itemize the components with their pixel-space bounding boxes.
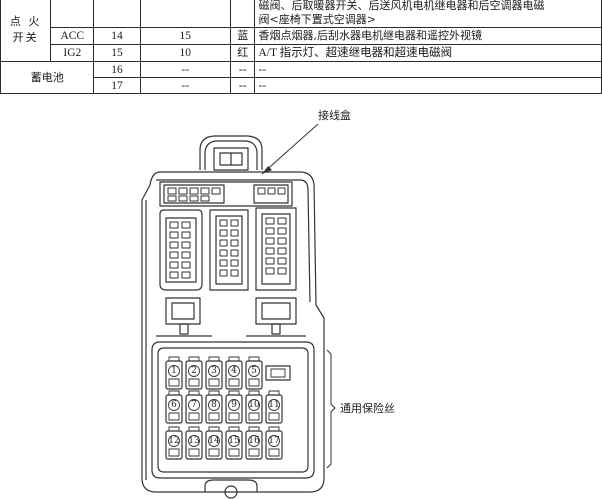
- fuse-number: 17: [268, 436, 280, 446]
- amp-cell: [139, 0, 231, 28]
- fuse-number: 6: [171, 400, 177, 410]
- connector-block-left: [159, 209, 203, 291]
- callout-junction-box: 接线盒: [261, 108, 351, 175]
- pin-cell: 17: [93, 77, 141, 94]
- fuse-number: 2: [191, 366, 197, 376]
- upper-connector-strip: [159, 181, 293, 207]
- pin-cell: [93, 0, 141, 28]
- fuse-slot: 9: [225, 390, 243, 424]
- bottom-mount-hole: [224, 485, 238, 499]
- connector-block-center: [209, 209, 249, 291]
- fuse-number: 7: [191, 400, 197, 410]
- amp-cell: --: [139, 77, 231, 94]
- ignition-switch-label-line1: 点 火: [9, 14, 42, 28]
- junction-box-housing: [141, 171, 325, 493]
- fuse-slot: 10: [245, 390, 263, 424]
- fuse-number: 9: [231, 400, 237, 410]
- fuse-slot: 16: [245, 426, 263, 460]
- description-text: 阀<座椅下置式空调器>: [258, 12, 376, 26]
- fuse-slot: 15: [225, 426, 243, 460]
- fuse-panel: [151, 341, 315, 479]
- table-row: 点 火 开关 磁阀、后取暖器开关、后送风机电机继电器和后空调器电磁 阀<座椅下置…: [0, 0, 602, 62]
- table-row: 17 -- -- --: [1, 77, 602, 94]
- table-row: 蓄电池 16 -- -- --: [0, 61, 602, 94]
- fuse-number: 13: [188, 436, 200, 446]
- ignition-switch-label: 点 火 开关: [4, 14, 47, 46]
- fuse-puller-slot: [265, 365, 291, 381]
- bottom-tab: [204, 479, 258, 492]
- ignition-switch-group-cell: 点 火 开关: [0, 0, 52, 62]
- fuse-number: 15: [228, 436, 240, 446]
- fuse-slot: 2: [185, 356, 203, 390]
- fuse-slot: 1: [165, 356, 183, 390]
- source-cell: [50, 0, 95, 28]
- top-connector-tab: [199, 135, 263, 171]
- description-cell: --: [254, 77, 602, 94]
- fuse-number: 14: [208, 436, 220, 446]
- fuse-number: 10: [248, 400, 260, 410]
- relay-left: [156, 297, 212, 337]
- fuse-slot: 4: [225, 356, 243, 390]
- fuse-number: 3: [211, 366, 217, 376]
- fuse-number: 1: [171, 366, 177, 376]
- fuse-slot: 6: [165, 390, 183, 424]
- fuse-puller-slot-inner: [270, 368, 286, 378]
- relay-right: [246, 297, 306, 337]
- fuse-number: 12: [168, 436, 179, 446]
- description-text: 磁阀、后取暖器开关、后送风机电机继电器和后空调器电磁: [258, 0, 545, 12]
- fuse-slot: 12: [165, 426, 183, 460]
- fuse-number: 16: [248, 436, 260, 446]
- callout-junction-box-label: 接线盒: [318, 108, 351, 122]
- fuse-slot: 14: [205, 426, 223, 460]
- fuse-circuit-table: 点 火 开关 磁阀、后取暖器开关、后送风机电机继电器和后空调器电磁 阀<座椅下置…: [0, 0, 602, 94]
- fuse-slot: 13: [185, 426, 203, 460]
- connector-block-right: [255, 207, 297, 291]
- fuse-slot: 3: [205, 356, 223, 390]
- fuse-slot: 11: [265, 390, 283, 424]
- callout-fuses-label: 通用保险丝: [340, 401, 395, 415]
- fuse-number: 5: [251, 366, 257, 376]
- battery-group-cell: 蓄电池: [0, 61, 95, 94]
- fuse-number: 4: [231, 366, 237, 376]
- fuse-slot: 8: [205, 390, 223, 424]
- ignition-switch-label-line2: 开关: [12, 30, 39, 44]
- fuse-slot: 7: [185, 390, 203, 424]
- callout-fuses: 通用保险丝: [326, 349, 395, 469]
- fuse-slot: 17: [265, 426, 283, 460]
- housing-inner-rim: [156, 179, 311, 303]
- fuse-slot: 5: [245, 356, 263, 390]
- description-cell: 磁阀、后取暖器开关、后送风机电机继电器和后空调器电磁 阀<座椅下置式空调器>: [254, 0, 602, 28]
- fuse-number: 8: [211, 400, 217, 410]
- fuse-number: 11: [268, 400, 279, 410]
